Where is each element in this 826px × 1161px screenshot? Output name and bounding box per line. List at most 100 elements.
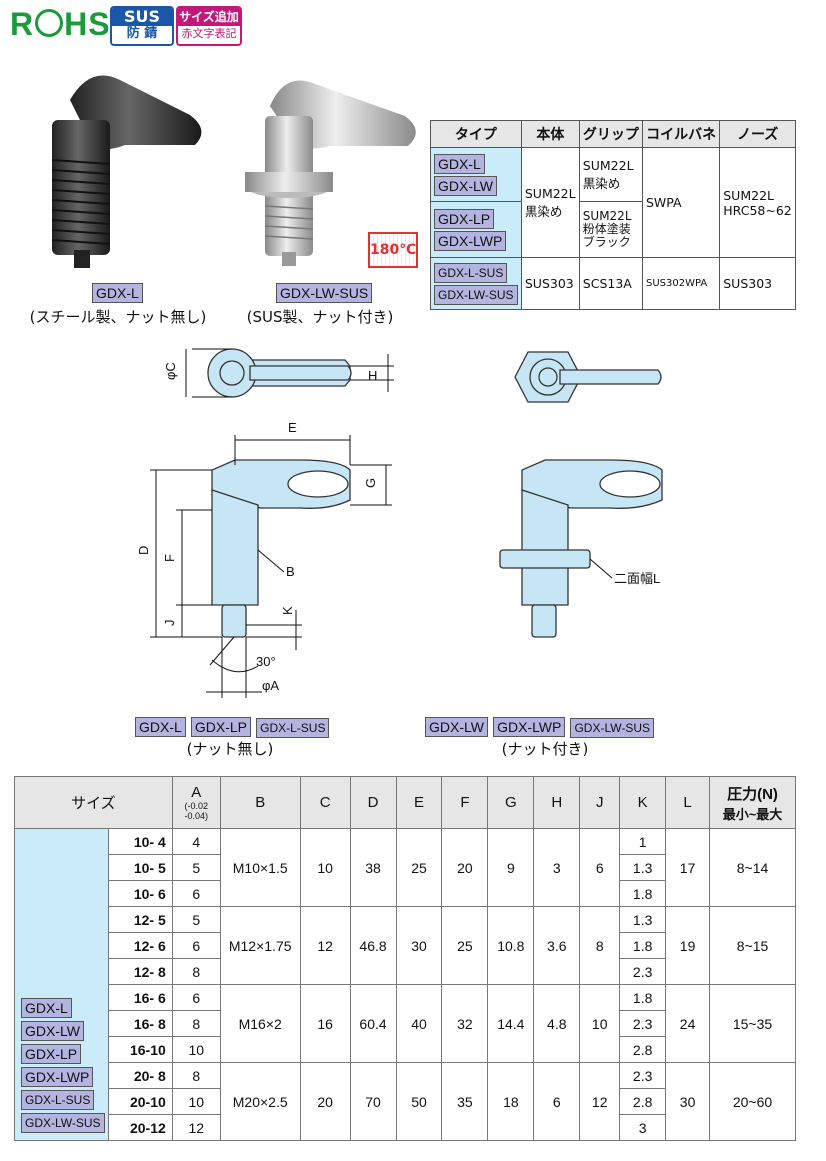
f-cell: 35 [441, 1062, 489, 1141]
dim-label: D [136, 546, 151, 555]
size-cell: 10- 4 [107, 828, 173, 855]
product-tag: GDX-L [92, 283, 143, 303]
size-cell: 16-10 [107, 1036, 173, 1063]
a-cell: 10 [171, 1036, 221, 1063]
a-cell: 8 [171, 958, 221, 985]
g-cell: 14.4 [487, 984, 535, 1063]
j-cell: 8 [579, 906, 621, 985]
e-cell: 25 [395, 828, 443, 907]
g-cell: 10.8 [487, 906, 535, 985]
dim-label: B [286, 564, 295, 579]
type-cell: GDX-L-SUS GDX-LW-SUS [430, 257, 522, 310]
b-cell: M16×2 [219, 984, 301, 1063]
col-header: G [487, 776, 535, 829]
dim-label: 二面幅L [614, 571, 660, 586]
product-photo-gdx-l [51, 75, 202, 268]
l-cell: 19 [665, 906, 711, 985]
spec-table: サイズ A(-0.02-0.04) B C D E F G H J K L 圧力… [14, 776, 796, 1141]
size-cell: 10- 5 [107, 854, 173, 881]
col-header: F [441, 776, 489, 829]
spring-material: SUS302WPA [641, 257, 721, 310]
size-cell: 16- 6 [107, 984, 173, 1011]
j-cell: 6 [579, 828, 621, 907]
l-cell: 24 [665, 984, 711, 1063]
a-cell: 12 [171, 1114, 221, 1141]
type-cell: GDX-L GDX-LW [430, 147, 522, 202]
c-cell: 16 [299, 984, 351, 1063]
globe-icon [35, 9, 64, 37]
k-cell: 2.8 [619, 1088, 667, 1115]
size-cell: 12- 6 [107, 932, 173, 959]
c-cell: 10 [299, 828, 351, 907]
k-cell: 3 [619, 1114, 667, 1141]
dim-label: φC [163, 362, 178, 380]
product-tag: GDX-LW-SUS [276, 283, 373, 303]
grip-material: SCS13A [578, 257, 644, 310]
col-header: コイルバネ [641, 120, 721, 148]
a-cell: 8 [171, 1010, 221, 1037]
dim-label: F [162, 554, 177, 562]
h-cell: 4.8 [533, 984, 581, 1063]
dim-label: K [280, 606, 295, 615]
body-material: SUS303 [520, 257, 580, 310]
col-header-a: A(-0.02-0.04) [171, 776, 221, 829]
dim-label: G [363, 478, 378, 488]
d-cell: 60.4 [349, 984, 397, 1063]
e-cell: 50 [395, 1062, 443, 1141]
a-cell: 8 [171, 1062, 221, 1089]
a-cell: 5 [171, 906, 221, 933]
pressure-cell: 15~35 [709, 984, 796, 1063]
spring-material: SWPA [641, 147, 721, 258]
dim-label: E [288, 420, 297, 435]
grip-material: SUM22L 粉体塗装 ブラック [578, 201, 644, 258]
size-cell: 16- 8 [107, 1010, 173, 1037]
c-cell: 12 [299, 906, 351, 985]
col-header: E [395, 776, 443, 829]
sus-badge: SUS 防 錆 [110, 6, 174, 46]
col-header: J [579, 776, 621, 829]
size-cell: 12- 5 [107, 906, 173, 933]
k-cell: 2.3 [619, 958, 667, 985]
f-cell: 32 [441, 984, 489, 1063]
d-cell: 70 [349, 1062, 397, 1141]
a-cell: 4 [171, 828, 221, 855]
type-tag: GDX-LWP [21, 1067, 94, 1087]
h-cell: 3.6 [533, 906, 581, 985]
material-table: タイプ 本体 グリップ コイルバネ ノーズ GDX-L GDX-LW SUM22… [430, 120, 796, 310]
col-header: L [665, 776, 711, 829]
drawing-tags-right: GDX-LW GDX-LWP GDX-LW-SUS [425, 717, 655, 738]
drawing-caption: (ナット付き) [501, 740, 589, 758]
heat-resistance-badge: 180℃ [368, 232, 418, 268]
k-cell: 1.8 [619, 880, 667, 907]
product-caption: (SUS製、ナット付き) [246, 308, 394, 326]
k-cell: 1.8 [619, 984, 667, 1011]
g-cell: 9 [487, 828, 535, 907]
k-cell: 2.3 [619, 1010, 667, 1037]
dim-label: 30° [256, 654, 276, 669]
k-cell: 1.3 [619, 854, 667, 881]
b-cell: M10×1.5 [219, 828, 301, 907]
technical-drawing: φC H E G D F B J K 30° φA 二面幅L [136, 348, 663, 698]
type-tag: GDX-LW [21, 1021, 84, 1041]
k-cell: 1 [619, 828, 667, 855]
d-cell: 46.8 [349, 906, 397, 985]
b-cell: M20×2.5 [219, 1062, 301, 1141]
col-header: 本体 [520, 120, 580, 148]
j-cell: 12 [579, 1062, 621, 1141]
col-header: タイプ [430, 120, 522, 148]
k-cell: 2.8 [619, 1036, 667, 1063]
e-cell: 40 [395, 984, 443, 1063]
type-cell: GDX-LP GDX-LWP [430, 201, 522, 258]
size-cell: 20- 8 [107, 1062, 173, 1089]
product-photo-gdx-lw-sus [245, 80, 416, 266]
